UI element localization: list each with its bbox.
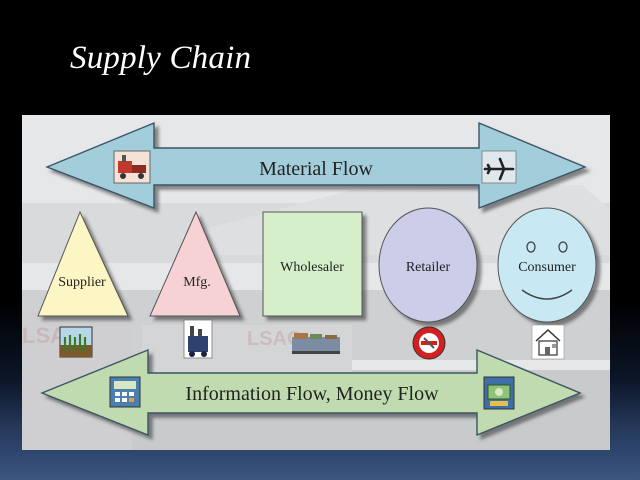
wholesaler-label: Wholesaler	[280, 260, 344, 275]
material-flow-label: Material Flow	[259, 158, 373, 180]
slide-title: Supply Chain	[70, 40, 252, 76]
factory-truck-icon	[113, 150, 151, 184]
information-money-flow-arrow	[40, 348, 582, 437]
train-icon	[292, 333, 340, 354]
retailer-label: Retailer	[406, 260, 451, 275]
consumer-label: Consumer	[518, 260, 576, 275]
consumer-circle	[497, 207, 597, 323]
wholesaler-square	[262, 211, 363, 317]
manufacturer-label: Mfg.	[183, 275, 211, 290]
retailer-circle	[378, 207, 478, 323]
consumer-left-eye	[526, 241, 536, 253]
no-entry-icon	[412, 326, 446, 360]
supply-chain-diagram: Material Flow Information Flow, Money Fl…	[37, 121, 597, 437]
house-icon	[531, 324, 565, 360]
diagram-panel: LSAG LSAC Material Flow Information Flow…	[22, 115, 610, 450]
money-icon	[483, 376, 515, 410]
supplier-triangle	[37, 210, 129, 317]
svg-text:LSAC: LSAC	[247, 328, 301, 350]
airplane-icon	[481, 150, 517, 184]
crops-icon	[59, 326, 93, 358]
consumer-smile	[521, 289, 573, 300]
factory-icon	[183, 319, 213, 359]
material-flow-arrow	[45, 121, 587, 210]
supplier-label: Supplier	[58, 275, 106, 290]
consumer-right-eye	[558, 241, 568, 253]
information-money-flow-label: Information Flow, Money Flow	[185, 383, 439, 405]
manufacturer-triangle	[149, 210, 241, 317]
calculator-icon	[109, 376, 141, 408]
